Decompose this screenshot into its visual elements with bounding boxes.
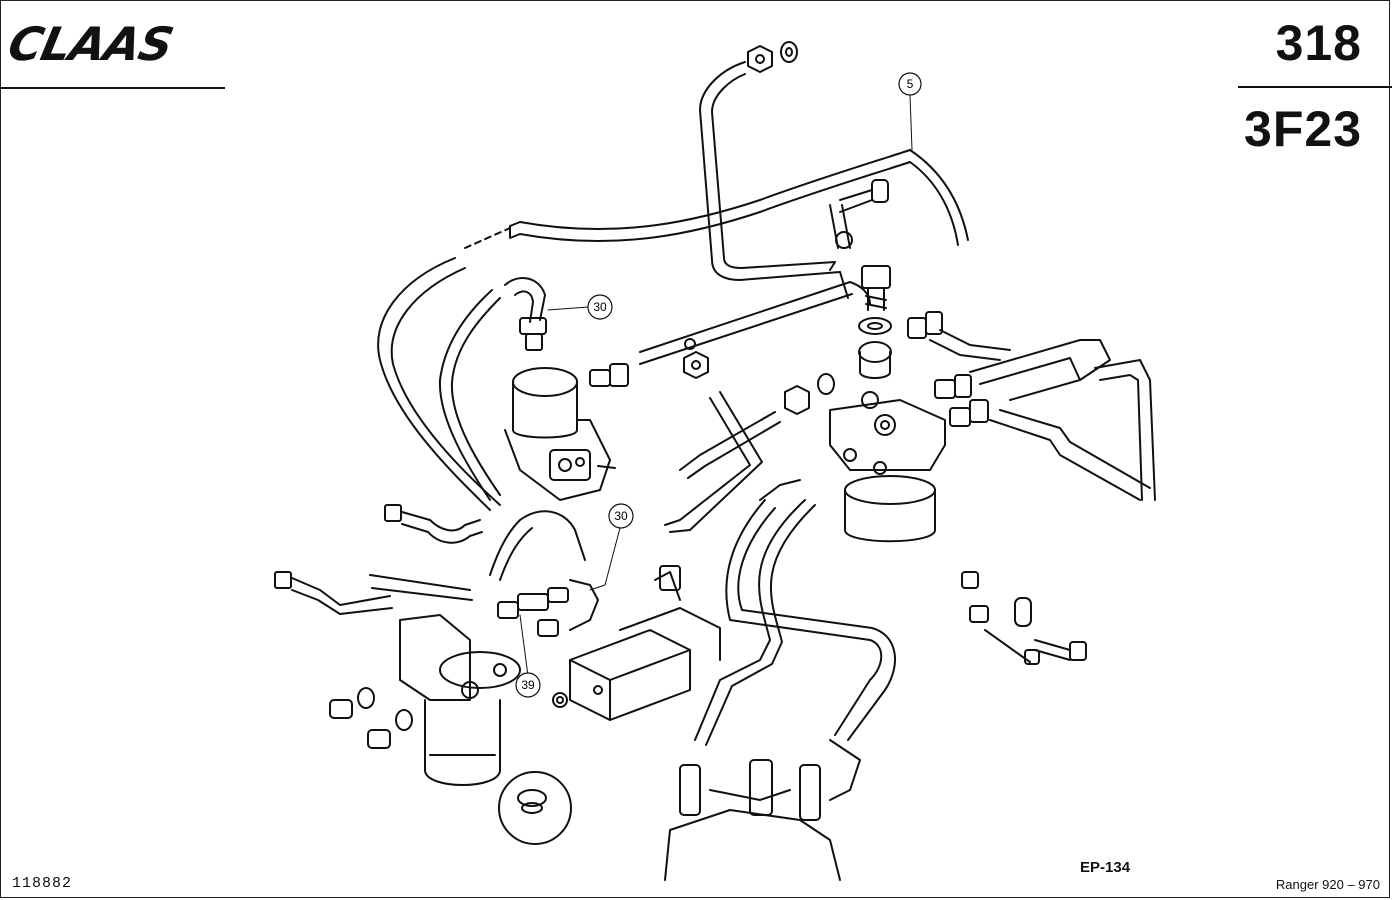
callout-leaders xyxy=(519,94,913,677)
callout-39: 39 xyxy=(515,672,541,698)
ep-reference: EP-134 xyxy=(1080,859,1131,876)
hex-nut-center xyxy=(784,373,835,415)
left-hose-lower xyxy=(274,571,473,615)
injection-pump xyxy=(664,739,861,881)
brand-underline xyxy=(0,87,225,89)
callout-5: 5 xyxy=(898,72,922,96)
hose-elbow-upper xyxy=(504,276,547,351)
fuel-hose-vertical xyxy=(699,61,849,299)
return-pipe-right xyxy=(929,329,1156,501)
washer-top xyxy=(780,41,798,63)
svg-text:5: 5 xyxy=(907,77,914,91)
svg-text:39: 39 xyxy=(521,678,535,692)
fuel-hose-return-line xyxy=(377,149,969,511)
document-number: 118882 xyxy=(12,875,73,892)
svg-text:CLAAS: CLAAS xyxy=(10,22,177,66)
fuel-lift-pump xyxy=(504,363,629,501)
hose-outlet-upper-left xyxy=(438,289,501,501)
claas-logo: CLAAS xyxy=(10,22,177,66)
injector-pipe-center xyxy=(664,391,781,533)
page-number: 318 xyxy=(1275,15,1362,71)
drain-plugs xyxy=(329,687,413,749)
hose-clip-detail xyxy=(498,771,572,845)
left-hose-upper xyxy=(384,504,483,544)
svg-text:30: 30 xyxy=(593,300,607,314)
fuel-pipe-horizontal xyxy=(639,281,871,365)
hex-nut-top xyxy=(747,45,773,73)
banjo-bolt xyxy=(858,265,892,335)
clamp-block xyxy=(569,565,721,721)
bolt-bracket xyxy=(829,179,889,249)
main-fuel-filter xyxy=(829,391,946,543)
clamp-nut xyxy=(552,692,568,708)
section-code: 3F23 xyxy=(1244,101,1362,157)
union-fitting-39 xyxy=(497,587,569,637)
sediment-filter xyxy=(399,614,521,786)
callout-30-upper: 30 xyxy=(587,294,613,320)
svg-text:30: 30 xyxy=(614,509,628,523)
model-range: Ranger 920 – 970 xyxy=(1275,877,1380,892)
page-number-divider xyxy=(1238,86,1392,88)
filter-head-banjo xyxy=(858,341,892,379)
hose-elbow-middle xyxy=(489,510,599,631)
hex-nut-mid xyxy=(683,338,709,379)
bolt-set-right xyxy=(961,571,1087,665)
injector-pipe-down xyxy=(694,479,896,746)
fitting-pair-right xyxy=(907,311,989,427)
callout-30-lower: 30 xyxy=(608,503,634,529)
